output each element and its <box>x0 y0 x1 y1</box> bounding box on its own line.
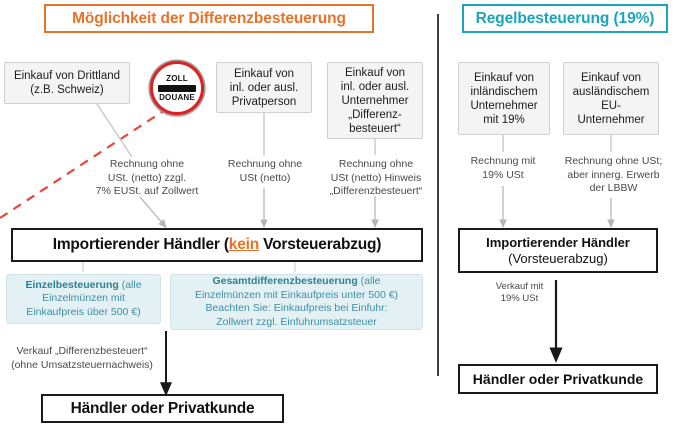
source-box-privatperson: Einkauf von inl. oder ausl. Privatperson <box>216 62 312 113</box>
sale-label-right: Verkauf mit 19% USt <box>487 281 552 305</box>
importer-left-prefix: Importierender Händler ( <box>52 236 229 253</box>
edge-label-auslaendisch: Rechnung ohne USt; aber innerg. Erwerb d… <box>556 155 671 196</box>
source-privatperson-line2: inl. oder ausl. <box>229 81 299 94</box>
source-box-auslaendisch-eu: Einkauf von ausländischem EU- Unternehme… <box>563 62 659 135</box>
edge-label-privatperson: Rechnung ohne USt (netto) <box>209 158 321 185</box>
edge-unternehmer-line2: USt (netto) Hinweis <box>330 171 422 184</box>
source-unternehmer-line5: besteuert“ <box>349 122 401 135</box>
sale-right-line2: 19% USt <box>500 293 539 304</box>
column-divider <box>437 14 439 376</box>
source-inlaendisch-line2: inländischem <box>470 85 538 98</box>
header-right-regelbesteuerung: Regelbesteuerung (19%) <box>462 4 668 33</box>
sale-left-line2: (ohne Umsatzsteuernachweis) <box>11 358 153 371</box>
importer-box-right: Importierender Händler (Vorsteuerabzug) <box>458 228 658 273</box>
importer-right-line2: (Vorsteuerabzug) <box>508 250 608 266</box>
source-auslaendisch-line2: ausländischem <box>572 85 650 98</box>
zoll-label-bottom: DOUANE <box>159 93 195 102</box>
sale-right-line1: Verkauf mit <box>495 281 544 292</box>
zoll-douane-sign-icon: ZOLL DOUANE <box>150 61 204 115</box>
edge-auslaendisch-line3: der LBBW <box>589 182 638 194</box>
source-privatperson-line1: Einkauf von <box>233 67 295 80</box>
importer-left-suffix: Vorsteuerabzug) <box>259 236 382 253</box>
source-inlaendisch-line4: mit 19% <box>483 113 525 126</box>
gesamt-line2: Einzelmünzen mit Einkaufpreis unter 500 … <box>194 288 399 301</box>
edge-inlaendisch-line1: Rechnung mit <box>470 155 536 167</box>
importer-right-line1: Importierender Händler <box>486 234 630 250</box>
edge-label-inlaendisch: Rechnung mit 19% USt <box>451 155 555 182</box>
customer-box-left: Händler oder Privatkunde <box>41 394 284 423</box>
importer-box-left: Importierender Händler (kein Vorsteuerab… <box>11 228 423 262</box>
gesamt-line1: (alle <box>357 275 381 287</box>
edge-privatperson-line1: Rechnung ohne <box>227 158 303 170</box>
zoll-label-top: ZOLL <box>166 74 188 83</box>
edge-inlaendisch-line2: 19% USt <box>482 168 524 181</box>
edge-auslaendisch-line1: Rechnung ohne USt; <box>564 155 663 167</box>
einzel-title: Einzelbesteuerung <box>25 278 119 291</box>
source-drittland-line2: (z.B. Schweiz) <box>30 84 104 96</box>
edge-privatperson-line2: USt (netto) <box>239 171 291 184</box>
source-privatperson-line3: Privatperson <box>231 95 297 108</box>
importer-left-highlight: kein <box>228 236 260 253</box>
edge-label-unternehmer: Rechnung ohne USt (netto) Hinweis „Diffe… <box>318 158 434 199</box>
customer-box-right: Händler oder Privatkunde <box>458 364 658 394</box>
source-auslaendisch-line3: EU- <box>601 99 621 112</box>
edge-drittland-line3: 7% EUSt. auf Zollwert <box>95 185 199 197</box>
edge-auslaendisch-line2: aber innerg. Erwerb <box>567 168 660 181</box>
edge-drittland-line2: USt. (netto) zzgl. <box>107 171 187 184</box>
source-inlaendisch-line3: Unternehmer <box>470 99 538 112</box>
sale-label-left: Verkauf „Differenzbesteuert“ (ohne Umsat… <box>6 345 158 372</box>
edge-unternehmer-line1: Rechnung ohne <box>338 158 414 170</box>
source-auslaendisch-line4: Unternehmer <box>577 113 645 126</box>
sale-left-line1: Verkauf „Differenzbesteuert“ <box>16 345 148 357</box>
source-inlaendisch-line1: Einkauf von <box>473 71 535 84</box>
source-unternehmer-line2: inl. oder ausl. <box>340 80 410 93</box>
gesamt-title: Gesamtdifferenzbesteuerung <box>212 275 358 287</box>
source-box-inlaendisch: Einkauf von inländischem Unternehmer mit… <box>458 62 550 135</box>
source-unternehmer-line4: „Differenz- <box>348 108 402 121</box>
source-unternehmer-line1: Einkauf von <box>344 66 406 79</box>
info-box-gesamtdifferenzbesteuerung: Gesamtdifferenzbesteuerung (alle Einzelm… <box>170 274 423 330</box>
info-box-einzelbesteuerung: Einzelbesteuerung (alle Einzelmünzen mit… <box>6 274 161 324</box>
header-left-moeglichkeit: Möglichkeit der Differenzbesteuerung <box>44 4 374 33</box>
source-box-unternehmer-differenzbesteuert: Einkauf von inl. oder ausl. Unternehmer … <box>327 62 423 139</box>
edge-drittland-line1: Rechnung ohne <box>109 158 185 170</box>
zoll-bar <box>158 84 196 92</box>
einzel-line2: Einkaufpreis über 500 €) <box>26 305 141 318</box>
source-auslaendisch-line1: Einkauf von <box>580 71 642 84</box>
source-box-drittland: Einkauf von Drittland (z.B. Schweiz) <box>4 62 130 104</box>
source-unternehmer-line3: Unternehmer <box>341 94 409 107</box>
arrow-drittland-to-importer <box>139 196 167 229</box>
einzel-line1: (alle Einzelmünzen mit <box>42 278 142 305</box>
gesamt-line3: Beachten Sie: Einkaufpreis bei Einfuhr: <box>205 302 388 314</box>
source-drittland-line1: Einkauf von Drittland <box>13 70 121 82</box>
edge-unternehmer-line3: „Differenzbesteuert“ <box>329 185 423 197</box>
edge-label-drittland: Rechnung ohne USt. (netto) zzgl. 7% EUSt… <box>86 158 208 199</box>
gesamt-line4: Zollwert zzgl. Einfuhrumsatzsteuer <box>216 315 377 328</box>
connector-drittland <box>96 103 133 158</box>
